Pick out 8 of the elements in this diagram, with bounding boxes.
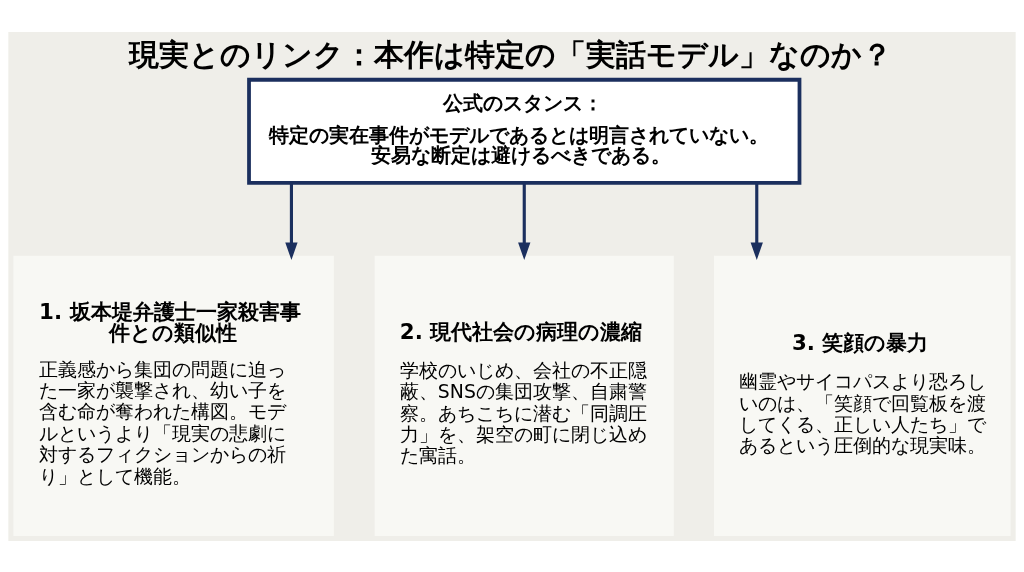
node-box: 2. 現代社会の病理の濃縮 学校のいじめ、会社の不正隠蔽、SNSの集団攻撃、自粛警察。あちこちに潜む「同調圧力」を、架空の町に閉じ込めた寓話。	[374, 255, 674, 536]
arrow	[518, 182, 531, 260]
diagram-title: 現実とのリンク：本作は特定の「実話モデル」なのか？	[128, 36, 892, 72]
node-box: 1. 坂本堤弁護士一家殺害事件との類似性 正義感から集団の問題に迫った一家が襲撃され、幼い子を含む命が奪われた構図。モデルというより「現実の悲劇に対するフィクションからの祈り」として機能。	[13, 255, 334, 536]
arrow	[285, 182, 298, 260]
arrow	[750, 182, 763, 260]
node-box: 公式のスタンス： 特定の実在事件がモデルであるとは明言されていない。安易な断定は避けるべきである。	[247, 77, 802, 185]
node-box: 3. 笑顔の暴力 幽霊やサイコパスより恐ろしいのは、「笑顔で回覧板を渡してくる、正しい人たち」であるという圧倒的な現実味。	[714, 255, 1011, 536]
